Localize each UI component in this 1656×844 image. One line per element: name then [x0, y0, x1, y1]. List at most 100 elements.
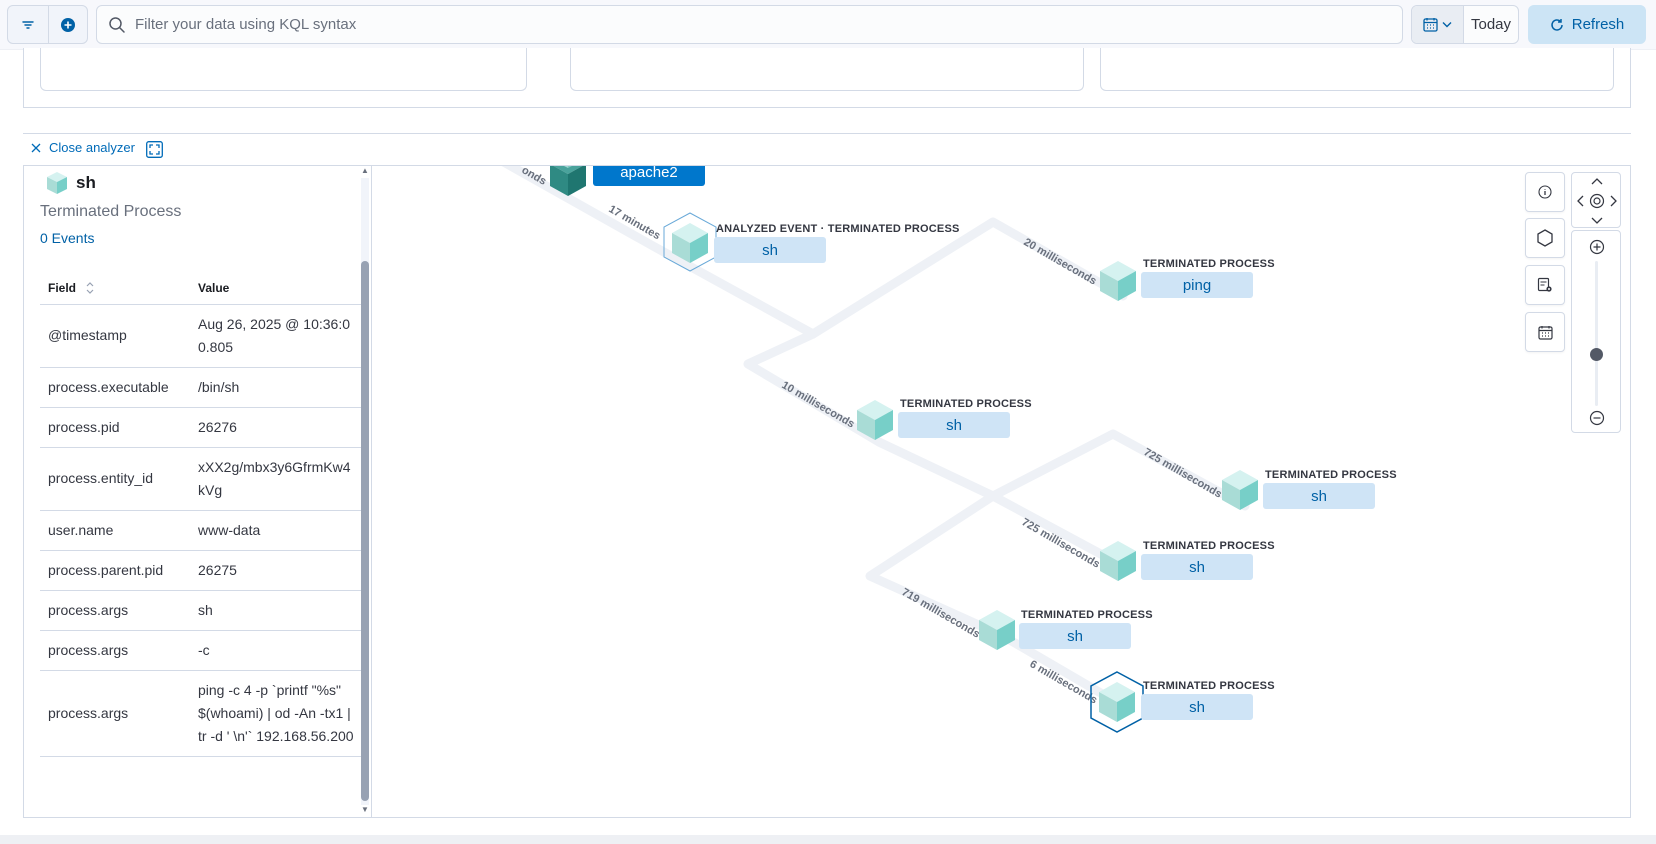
zoom-in-icon[interactable] [1589, 239, 1605, 255]
process-cube-icon [672, 223, 708, 263]
zoom-control [1571, 230, 1621, 433]
close-analyzer-label: Close analyzer [49, 140, 135, 155]
edge-line [808, 217, 1128, 339]
filter-bar: Filter your data using KQL syntax Today … [0, 0, 1656, 50]
field-cell: process.args [40, 630, 190, 671]
value-cell: ping -c 4 -p `printf "%s" $(whoami) | od… [190, 670, 365, 757]
field-column-header[interactable]: Field [40, 272, 190, 305]
node-label[interactable]: sh [714, 237, 826, 263]
close-icon [31, 143, 41, 152]
pan-left-icon[interactable] [1576, 195, 1584, 207]
scroll-up-icon[interactable]: ▲ [361, 166, 369, 175]
filter-button-group [7, 5, 88, 44]
kql-search-input[interactable]: Filter your data using KQL syntax [96, 5, 1403, 44]
process-cube-icon [1222, 470, 1258, 510]
info-icon [1538, 185, 1552, 199]
table-row: @timestamp Aug 26, 2025 @ 10:36:00.805 [40, 304, 365, 368]
node-label[interactable]: ping [1141, 272, 1253, 298]
field-cell: process.parent.pid [40, 550, 190, 591]
zoom-out-icon[interactable] [1589, 410, 1605, 426]
value-cell: -c [190, 630, 365, 671]
node-header: TERMINATED PROCESS [1265, 469, 1397, 481]
zoom-slider[interactable] [1595, 261, 1598, 406]
edge-label: 719 milliseconds [900, 586, 982, 640]
date-picker: Today [1411, 5, 1519, 44]
node-header: ANALYZED EVENT · TERMINATED PROCESS [716, 223, 960, 235]
dashboard-panels [23, 48, 1631, 108]
process-cube-icon [1099, 682, 1135, 722]
divider [23, 133, 1631, 134]
add-filter-button[interactable] [47, 6, 88, 43]
field-cell: process.entity_id [40, 447, 190, 511]
process-cube-icon [857, 400, 893, 440]
node-header: TERMINATED PROCESS [1143, 258, 1275, 270]
field-cell: user.name [40, 510, 190, 551]
table-row: process.args -c [40, 630, 365, 671]
filter-icon [22, 20, 34, 29]
calendar-icon [1423, 18, 1438, 32]
document-gear-icon [1537, 277, 1552, 292]
details-table: Field Value @timestamp Aug 26, 2025 @ 10… [40, 272, 365, 757]
divider [23, 165, 1631, 166]
process-graph[interactable]: onds 17 minutes 20 milliseconds 10 milli… [373, 166, 1630, 817]
edge-label: 725 milliseconds [1142, 446, 1224, 500]
scrollbar-thumb[interactable] [361, 261, 369, 801]
node-label[interactable]: sh [898, 412, 1010, 438]
date-range-button[interactable] [1525, 312, 1565, 352]
node-label[interactable]: apache2 [593, 166, 705, 186]
quick-menu-button[interactable] [1412, 6, 1464, 43]
pan-right-icon[interactable] [1610, 195, 1618, 207]
node-label[interactable]: sh [1141, 554, 1253, 580]
pan-down-icon[interactable] [1591, 217, 1603, 225]
details-process-name: sh [76, 173, 96, 192]
edge-line [501, 166, 818, 339]
zoom-slider-handle[interactable] [1590, 348, 1603, 361]
pan-up-icon[interactable] [1591, 177, 1603, 185]
plus-circle-icon [60, 17, 75, 32]
filter-menu-button[interactable] [8, 6, 48, 43]
refresh-button[interactable]: Refresh [1528, 5, 1646, 44]
fullscreen-icon[interactable] [146, 141, 163, 158]
value-cell: 26275 [190, 550, 365, 591]
node-label[interactable]: sh [1141, 694, 1253, 720]
process-cube-icon [979, 610, 1015, 650]
node-details-panel: sh Terminated Process 0 Events Field Val… [24, 166, 372, 817]
selected-hexagon-icon [663, 212, 717, 272]
events-link[interactable]: 0 Events [40, 230, 95, 246]
calendar-icon [1537, 325, 1553, 340]
value-cell: sh [190, 590, 365, 631]
details-scrollbar[interactable]: ▲ ▼ [360, 166, 370, 817]
settings-button[interactable] [1525, 265, 1565, 305]
graph-edges: onds 17 minutes 20 milliseconds 10 milli… [501, 166, 1250, 711]
center-icon[interactable] [1589, 193, 1605, 209]
field-cell: process.pid [40, 407, 190, 448]
details-process-state: Terminated Process [40, 203, 182, 220]
scroll-down-icon[interactable]: ▼ [361, 805, 369, 814]
refresh-icon [1551, 18, 1563, 31]
edge-line [743, 329, 998, 501]
date-range-label[interactable]: Today [1470, 16, 1512, 33]
close-analyzer-button[interactable]: Close analyzer [31, 140, 135, 155]
table-row: process.args ping -c 4 -p `printf "%s" $… [40, 670, 365, 757]
value-cell: www-data [190, 510, 365, 551]
process-cube-icon [550, 166, 586, 196]
value-cell: xXX2g/mbx3y6GfrmKw4kVg [190, 447, 365, 511]
process-cube-icon [1100, 261, 1136, 301]
refresh-label: Refresh [1571, 16, 1625, 33]
legend-info-button[interactable] [1525, 172, 1565, 212]
page-bottom [0, 835, 1656, 844]
edge-label: 10 milliseconds [780, 379, 857, 430]
node-legend-button[interactable] [1525, 218, 1565, 258]
table-row: process.entity_id xXX2g/mbx3y6GfrmKw4kVg [40, 447, 365, 511]
value-cell: 26276 [190, 407, 365, 448]
field-cell: @timestamp [40, 304, 190, 368]
process-cube-icon [47, 172, 67, 194]
edge-line [865, 491, 1128, 711]
node-label[interactable]: sh [1263, 483, 1375, 509]
search-icon [109, 17, 125, 33]
table-row: process.args sh [40, 590, 365, 631]
field-cell: process.args [40, 670, 190, 757]
node-label[interactable]: sh [1019, 623, 1131, 649]
node-header: TERMINATED PROCESS [900, 398, 1032, 410]
selected-hexagon-icon [1090, 671, 1144, 733]
